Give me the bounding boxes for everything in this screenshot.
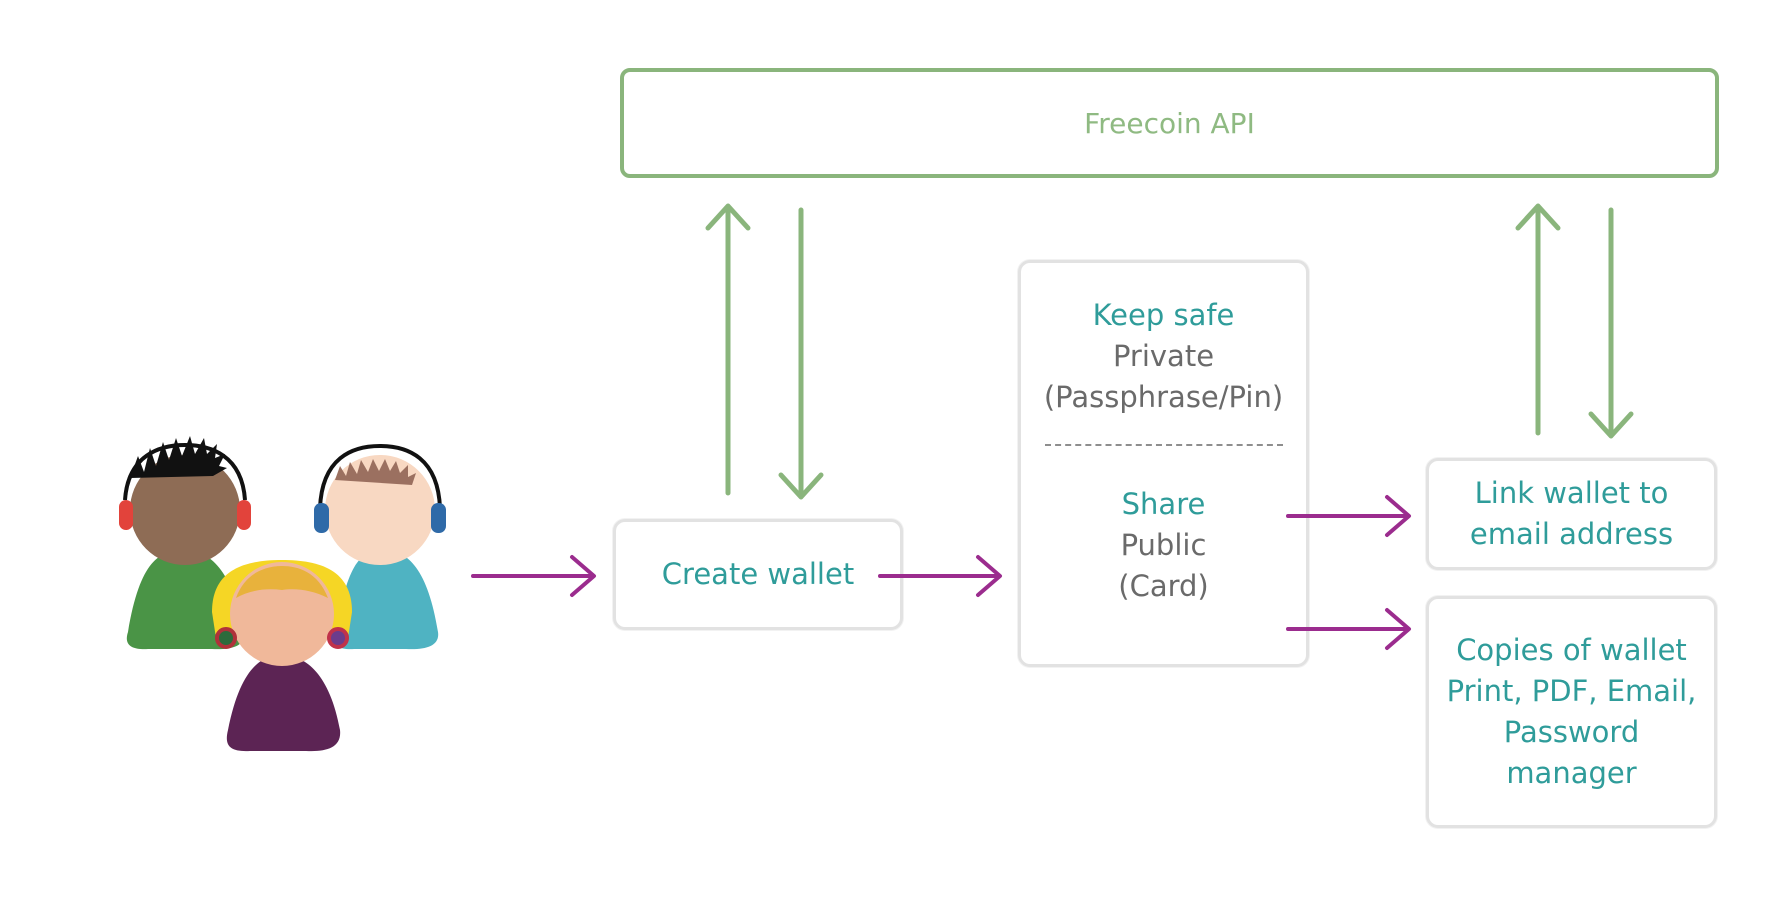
wallet-copies-box: Copies of wallet Print, PDF, Email, Pass…: [1426, 596, 1717, 828]
arrow-users-to-create: [471, 555, 596, 597]
create-wallet-box: Create wallet: [613, 519, 903, 630]
link-wallet-line-2: email address: [1469, 517, 1674, 551]
create-wallet-label: Create wallet: [661, 557, 855, 591]
arrow-up-link-to-api: [1515, 203, 1561, 436]
public-key-kind: Public: [1120, 528, 1207, 562]
private-key-kind: Private: [1112, 339, 1215, 373]
public-key-section: Share Public (Card): [1118, 484, 1208, 607]
arrow-keys-to-link: [1286, 495, 1411, 537]
public-key-detail: (Card): [1118, 569, 1209, 603]
private-key-heading: Keep safe: [1092, 298, 1235, 332]
public-key-heading: Share: [1121, 487, 1206, 521]
freecoin-api-label: Freecoin API: [1084, 106, 1255, 140]
link-wallet-line-1: Link wallet to: [1474, 476, 1669, 510]
private-key-detail: (Passphrase/Pin): [1043, 380, 1284, 414]
keys-divider: [1044, 444, 1283, 446]
copies-line-1: Copies of wallet: [1456, 633, 1687, 667]
link-wallet-box: Link wallet to email address: [1426, 458, 1717, 570]
copies-line-3: Password: [1503, 715, 1640, 749]
user-avatar-front: [212, 560, 352, 752]
copies-line-4: manager: [1506, 756, 1637, 790]
arrow-keys-to-copies: [1286, 608, 1411, 650]
wallet-keys-box: Keep safe Private (Passphrase/Pin) Share…: [1018, 260, 1309, 667]
private-key-section: Keep safe Private (Passphrase/Pin): [1044, 295, 1283, 418]
arrow-up-create-to-api: [705, 203, 751, 496]
arrow-down-api-to-create: [778, 207, 824, 500]
arrow-create-to-keys: [878, 555, 1002, 597]
arrow-down-api-to-link: [1588, 207, 1634, 439]
copies-line-2: Print, PDF, Email,: [1446, 674, 1697, 708]
user-avatar-right: [314, 443, 446, 650]
freecoin-api-box: Freecoin API: [620, 68, 1719, 178]
user-avatar-left: [119, 436, 251, 650]
users-group-icon: [119, 436, 446, 752]
